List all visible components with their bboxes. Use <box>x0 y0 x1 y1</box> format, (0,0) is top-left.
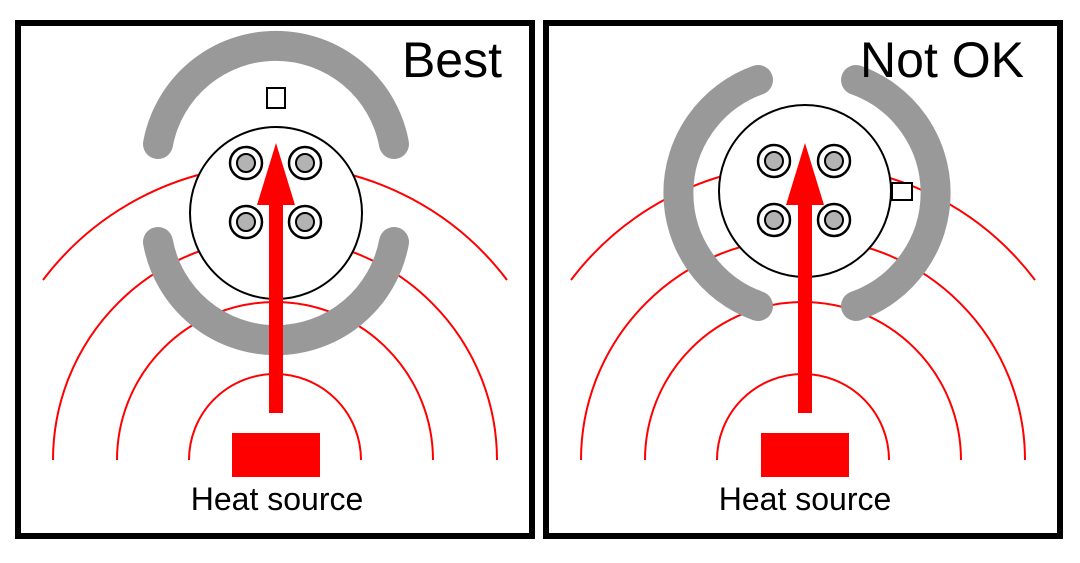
heat-flow-arrow-head <box>257 143 295 205</box>
connector-clip-ring <box>663 65 951 321</box>
panel-not-ok: Not OK Heat source <box>543 20 1063 539</box>
heat-flow-arrow <box>786 143 824 413</box>
heat-source-block <box>232 433 320 477</box>
heat-flow-arrow <box>257 143 295 413</box>
heat-flow-arrow-shaft <box>798 200 812 413</box>
heat-source-label: Heat source <box>191 481 364 517</box>
connector-pins <box>756 143 852 238</box>
panel-title: Not OK <box>860 32 1024 88</box>
clip-ring-top-segment <box>143 30 409 159</box>
connector-pin <box>287 204 323 240</box>
connector-key-notch <box>891 182 913 201</box>
heat-flow-arrow-head <box>786 143 824 205</box>
panel-title: Best <box>402 32 502 88</box>
connector-pin <box>756 202 792 238</box>
connector-pin <box>228 145 264 181</box>
connector-pin <box>287 145 323 181</box>
heat-flow-arrow-shaft <box>269 200 283 413</box>
connector-pins <box>228 145 323 240</box>
connector-pin <box>228 204 264 240</box>
clip-ring-right-segment <box>841 65 951 321</box>
heat-source-block <box>761 433 849 477</box>
connector-pin <box>816 202 852 238</box>
connector-pin <box>756 143 792 179</box>
connector-pin <box>816 143 852 179</box>
panel-best: Best Heat source <box>15 20 535 539</box>
connector-key-notch <box>266 87 286 109</box>
heat-source-label: Heat source <box>719 481 892 517</box>
clip-ring-left-segment <box>663 65 773 321</box>
